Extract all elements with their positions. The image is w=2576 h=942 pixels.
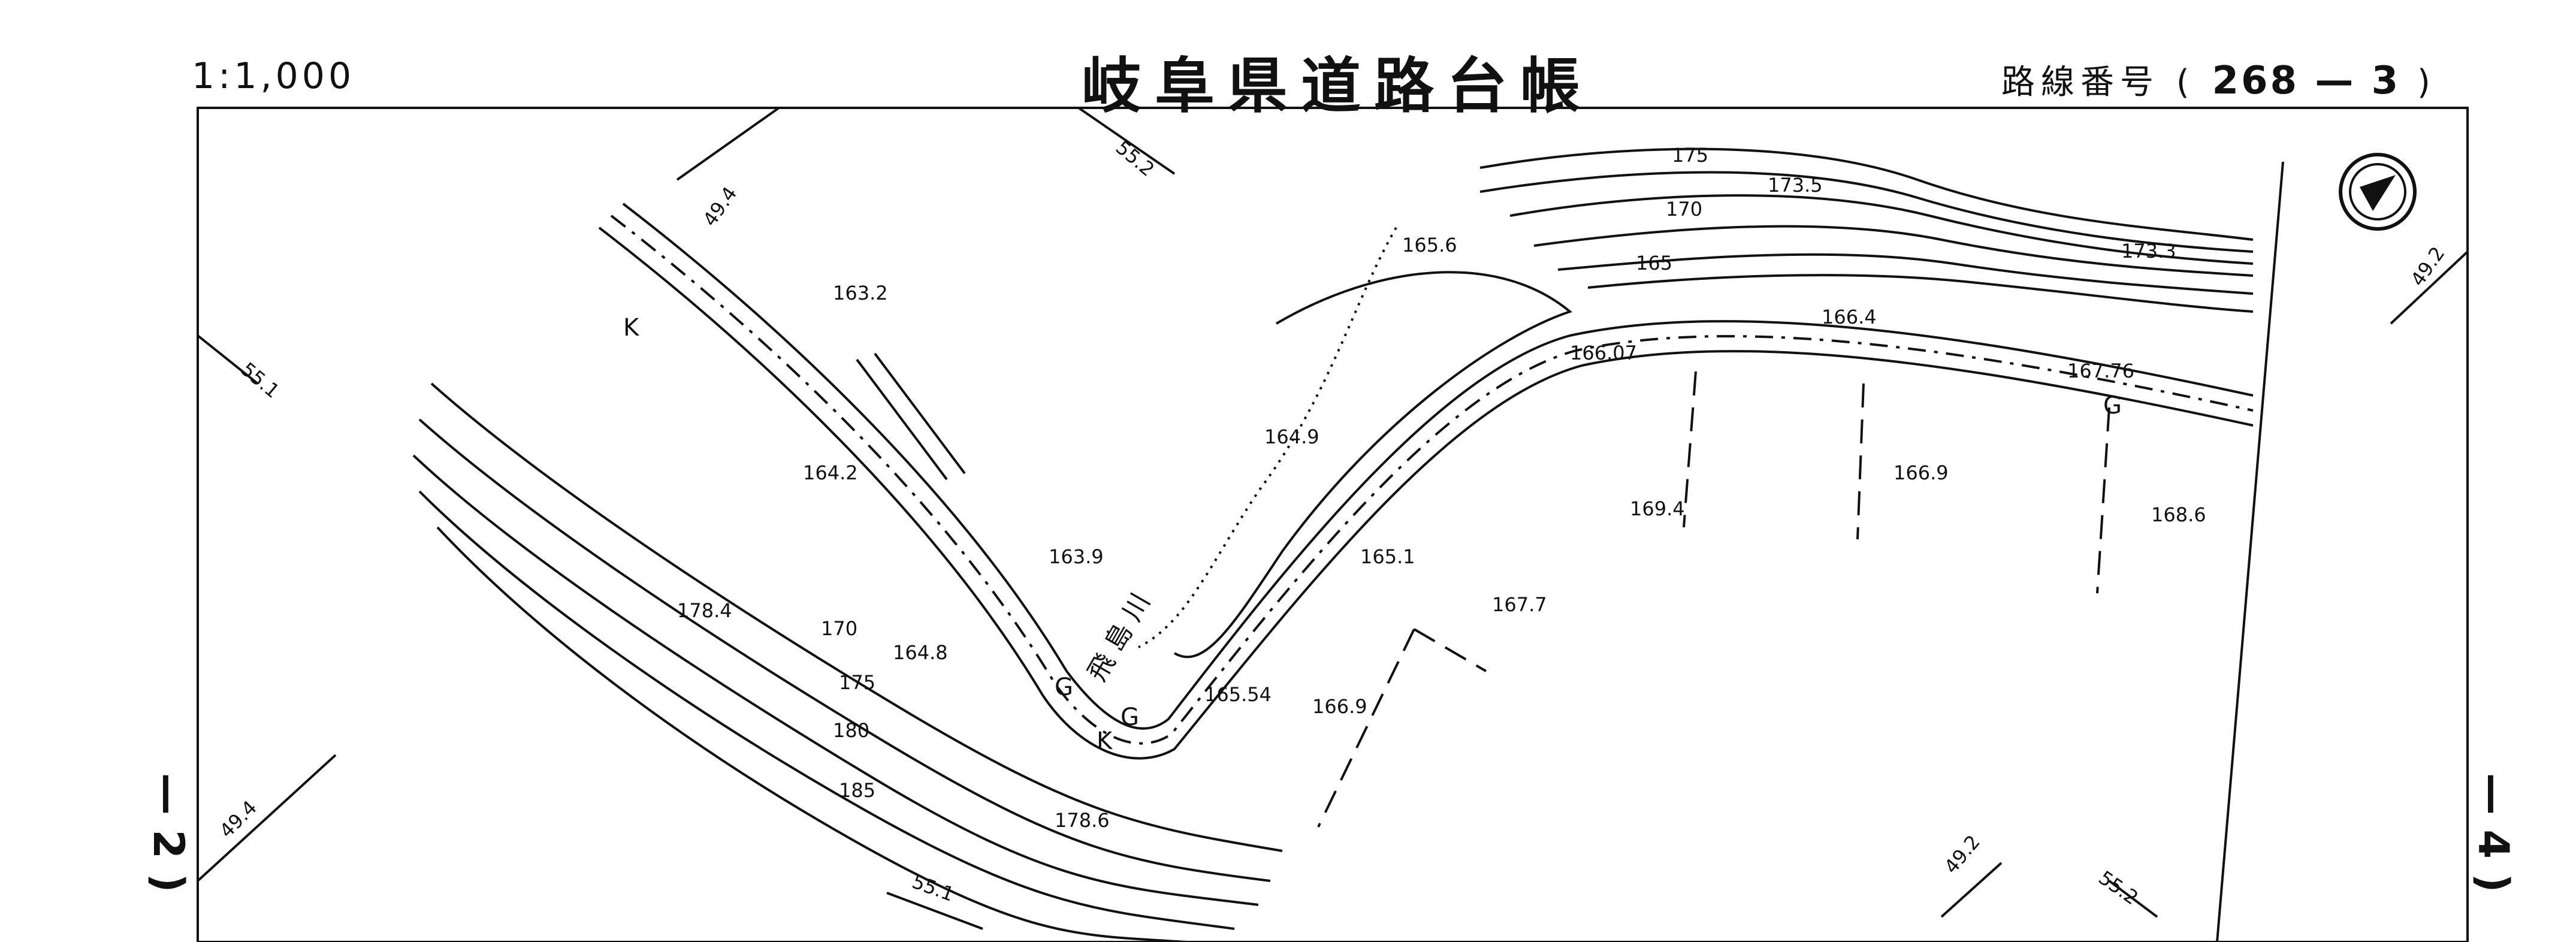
route-label-text: 路線番号: [2001, 63, 2160, 102]
road-centerline: [610, 215, 2254, 745]
contour-label: 170: [821, 617, 857, 640]
spot-height: 166.9: [1312, 695, 1367, 718]
road-edge: [598, 227, 2254, 760]
road-edge: [622, 203, 2254, 730]
sheet-boundary: [2216, 161, 2284, 942]
page-title: 岐阜県道路台帳: [1082, 51, 1593, 121]
spot-height: 164.9: [1264, 425, 1319, 448]
contour-line: [1479, 171, 2254, 253]
grid-line: [197, 334, 259, 385]
spot-height: 178.4: [677, 599, 732, 622]
contour-line: [436, 526, 1187, 942]
contour-line: [1587, 274, 2254, 313]
boundary-line: [1413, 628, 1487, 672]
contour-label: 180: [833, 719, 869, 742]
bridge-structure: [856, 352, 966, 481]
boundary-line: [1317, 629, 1415, 828]
spot-height: 165.6: [1402, 234, 1457, 256]
contour-label: 170: [1666, 198, 1702, 221]
spot-height: 164.8: [893, 641, 948, 664]
grid-label: 55.2: [2094, 866, 2142, 909]
spot-height: 167.7: [1492, 593, 1547, 616]
spot-height: 168.6: [2151, 503, 2206, 526]
boundary-line: [1683, 371, 1697, 528]
boundary-line: [2096, 407, 2110, 594]
grid-line: [886, 892, 983, 930]
road-letter: G: [2103, 392, 2122, 419]
grid-line: [197, 754, 337, 882]
grid-label: 49.4: [698, 182, 741, 230]
contour-label: 175: [839, 671, 875, 694]
grid-line: [1077, 107, 1176, 175]
spot-height: 166.9: [1894, 461, 1949, 484]
spot-height: 167.76: [2067, 360, 2134, 382]
spot-height: 166.4: [1822, 306, 1877, 328]
spot-height: 165.1: [1360, 545, 1415, 568]
road-letter: K: [1097, 727, 1113, 755]
river-bank: [1173, 271, 1573, 659]
spot-height: 169.4: [1630, 497, 1685, 520]
contour-label: 165: [1636, 252, 1672, 274]
route-number-value: 268 — 3: [2212, 59, 2401, 103]
contour-line: [430, 382, 1283, 852]
road-letter: K: [623, 314, 640, 342]
contour-label: 175: [1672, 144, 1708, 167]
contour-label: 173.5: [1768, 174, 1823, 197]
grid-label: 55.1: [909, 870, 957, 906]
spot-height: 165.54: [1204, 683, 1272, 706]
river-name: 飛 島 川: [1082, 588, 1156, 686]
grid-label: 55.1: [237, 358, 284, 403]
north-arrow-icon: [2339, 153, 2417, 231]
map-scale: 1:1,000: [192, 55, 355, 97]
spot-height: 163.2: [833, 282, 888, 304]
route-open-paren: (: [2176, 63, 2196, 102]
grid-label: 49.2: [1940, 831, 1985, 878]
contour-line: [418, 490, 1235, 930]
grid-label: 55.2: [1112, 136, 1159, 181]
grid-line: [2390, 250, 2469, 325]
contour-line: [412, 454, 1259, 906]
river-bank: [1138, 227, 1397, 648]
sheet-link-right[interactable]: — 4 ): [2469, 773, 2518, 893]
contour-line: [1557, 253, 2254, 295]
sheet-link-left[interactable]: — 2 ): [144, 773, 193, 893]
contour-label: 185: [839, 779, 875, 802]
contour-line: [1479, 147, 2254, 241]
spot-height: 163.9: [1049, 545, 1104, 568]
map-frame: [197, 107, 2469, 942]
boundary-line: [1856, 383, 1865, 540]
route-number-label: 路線番号 ( 268 — 3 ): [2001, 55, 2436, 104]
grid-label: 49.2: [2406, 242, 2449, 290]
contour-label: 173.3: [2121, 240, 2176, 262]
grid-line: [676, 107, 780, 181]
spot-height: 166.07: [1570, 342, 1637, 364]
contour-line: [418, 418, 1271, 882]
road-letter: G: [1055, 674, 1073, 701]
route-close-paren: ): [2417, 63, 2436, 102]
spot-height: 164.2: [803, 461, 858, 484]
contour-line: [1533, 225, 2254, 277]
contour-line: [1509, 194, 2254, 265]
grid-line: [2108, 880, 2158, 918]
grid-label: 49.4: [215, 796, 261, 842]
spot-height: 178.6: [1055, 809, 1110, 832]
grid-line: [1940, 862, 2003, 918]
road-letter: G: [1121, 704, 1139, 731]
